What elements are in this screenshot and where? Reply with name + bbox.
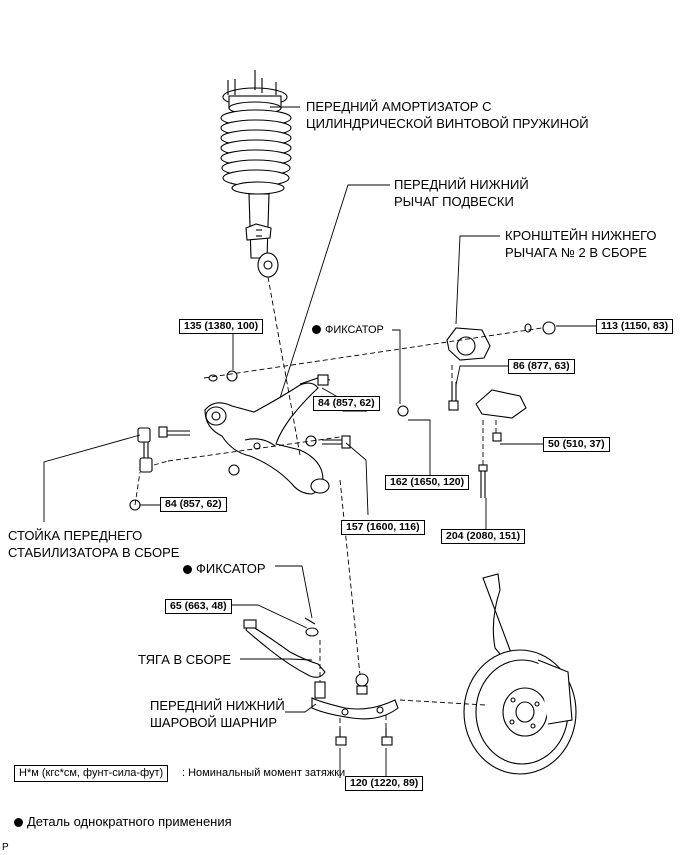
label-ball-joint-line2: ШАРОВОЙ ШАРНИР (150, 715, 278, 730)
assembly-lines (134, 276, 543, 728)
label-stabilizer-line2: СТАБИЛИЗАТОРА В СБОРЕ (8, 545, 180, 560)
torque-84-stabilizer: 84 (857, 62) (160, 497, 227, 512)
label-lower-arm-line2: РЫЧАГ ПОДВЕСКИ (394, 194, 514, 209)
torque-86: 86 (877, 63) (508, 359, 575, 374)
retainer-large-text: ФИКСАТОР (196, 561, 266, 576)
label-tie-rod: ТЯГА В СБОРЕ (138, 652, 232, 667)
torque-65: 65 (663, 48) (165, 599, 232, 614)
torque-84-arm: 84 (857, 62) (313, 396, 380, 411)
label-retainer-small: ФИКСАТОР (312, 324, 384, 336)
tie-rod-drawing (243, 619, 326, 678)
label-bracket-line1: КРОНШТЕЙН НИЖНЕГО (505, 228, 657, 243)
label-retainer-large: ФИКСАТОР (183, 561, 266, 576)
torque-135: 135 (1380, 100) (179, 319, 264, 334)
lower-arm-drawing (204, 374, 331, 495)
torque-162: 162 (1650, 120) (385, 475, 470, 490)
filled-circle-icon (312, 325, 321, 334)
steering-knuckle-drawing (463, 573, 577, 775)
torque-120: 120 (1220, 89) (345, 776, 424, 791)
ball-joint-drawing (311, 673, 399, 746)
filled-circle-icon (14, 818, 23, 827)
label-stabilizer-line1: СТОЙКА ПЕРЕДНЕГО (8, 528, 143, 543)
bracket-drawing (446, 327, 527, 419)
label-ball-joint-line1: ПЕРЕДНИЙ НИЖНИЙ (150, 698, 285, 713)
label-bracket-line2: РЫЧАГА № 2 В СБОРЕ (505, 245, 647, 260)
filled-circle-icon (183, 565, 192, 574)
torque-50: 50 (510, 37) (543, 437, 610, 452)
torque-204: 204 (2080, 151) (441, 529, 526, 544)
shock-absorber-drawing (220, 70, 292, 278)
stabilizer-link-drawing (129, 427, 153, 511)
legend-single-use: Деталь однократного применения (14, 814, 232, 829)
label-front-shock-line1: ПЕРЕДНИЙ АМОРТИЗАТОР С (306, 99, 492, 114)
label-front-shock-line2: ЦИЛИНДРИЧЕСКОЙ ВИНТОВОЙ ПРУЖИНОЙ (306, 116, 589, 131)
torque-113: 113 (1150, 83) (596, 319, 674, 334)
legend-unit-description: : Номинальный момент затяжки (182, 767, 346, 779)
corner-mark: P (2, 842, 9, 853)
legend-unit-box: Н*м (кгс*см, фунт-сила-фут) (14, 765, 169, 782)
legend-single-use-text: Деталь однократного применения (27, 814, 232, 829)
retainer-small-text: ФИКСАТОР (325, 324, 384, 336)
torque-157: 157 (1600, 116) (341, 520, 425, 535)
label-lower-arm-line1: ПЕРЕДНИЙ НИЖНИЙ (394, 177, 529, 192)
